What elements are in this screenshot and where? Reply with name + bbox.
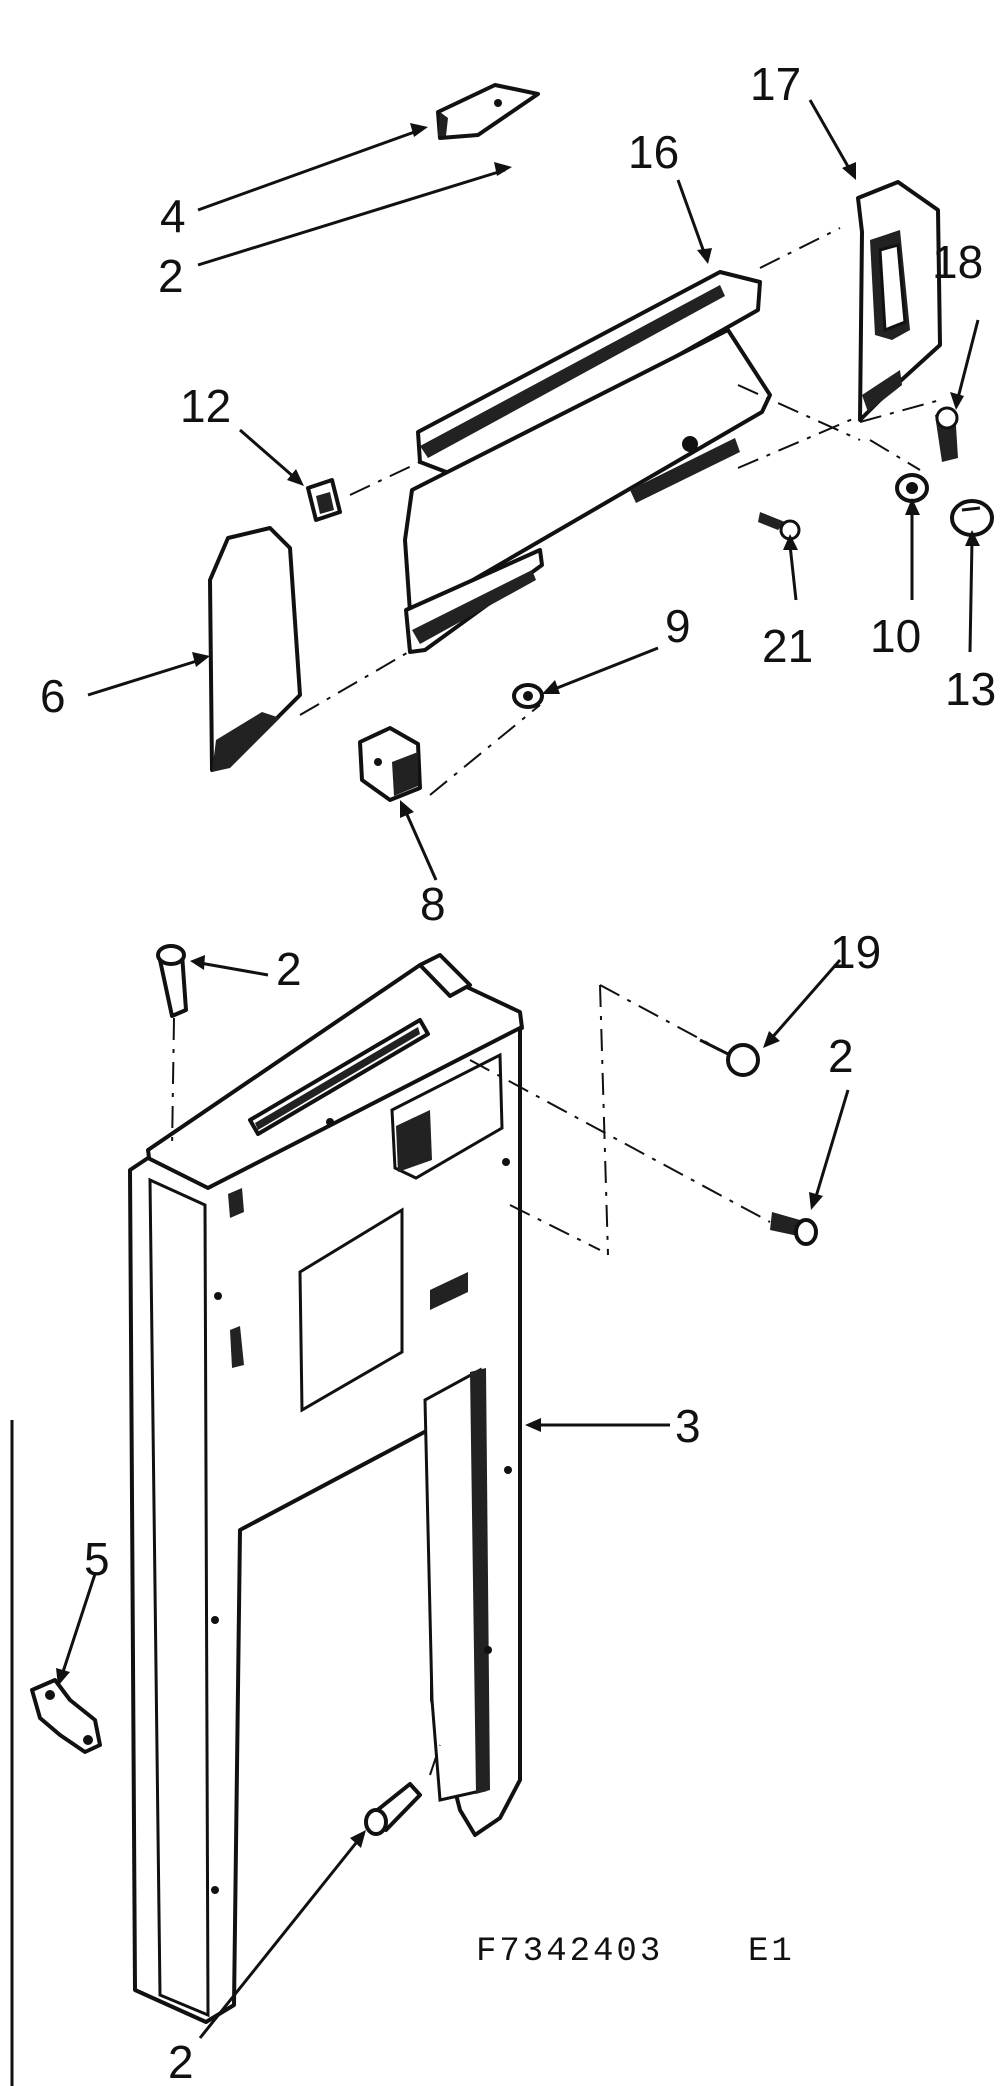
part-21-screw [758,512,801,541]
catalog-code: F7342403 [476,1933,663,1971]
part-6-left-end-cap [208,526,302,772]
callout-18: 18 [932,236,983,288]
callout-3: 3 [675,1400,701,1452]
part-4-bracket-plate [436,83,540,140]
callout-17: 17 [750,58,801,110]
callout-19: 19 [830,926,881,978]
part-19-button [699,1038,760,1077]
assembly-lines [171,227,941,1776]
callout-4: 4 [160,190,186,242]
callout-9: 9 [665,600,691,652]
callout-16: 16 [628,126,679,178]
callout-10: 10 [870,610,921,662]
part-2-screw-right [770,1212,818,1246]
callout-2: 2 [276,943,302,995]
part-8-switch [358,726,422,802]
callout-2: 2 [158,250,184,302]
part-10-washer [895,473,929,503]
callout-2: 2 [828,1030,854,1082]
part-2-screw-bottom [364,1782,422,1836]
callout-6: 6 [40,670,66,722]
part-16-control-panel [403,270,772,654]
part-13-knob [950,499,994,537]
part-17-end-cap [856,180,942,422]
callout-2: 2 [168,2036,194,2086]
callout-21: 21 [762,620,813,672]
part-9-nut [512,683,544,709]
callout-8: 8 [420,878,446,930]
callout-12: 12 [180,380,231,432]
part-5-hinge-clip [30,1678,102,1754]
callout-5: 5 [84,1533,110,1585]
revision-code: E1 [748,1933,795,1971]
part-2-screw-top-left [156,944,188,1018]
callout-13: 13 [945,663,996,715]
part-3-main-frame [128,953,524,2024]
part-18-screw [935,406,959,462]
leader-arrows [56,99,980,2039]
part-12-clip [306,478,342,522]
callout-labels: 4 2 16 17 18 12 6 9 21 10 13 8 2 19 2 3 … [40,58,996,2086]
